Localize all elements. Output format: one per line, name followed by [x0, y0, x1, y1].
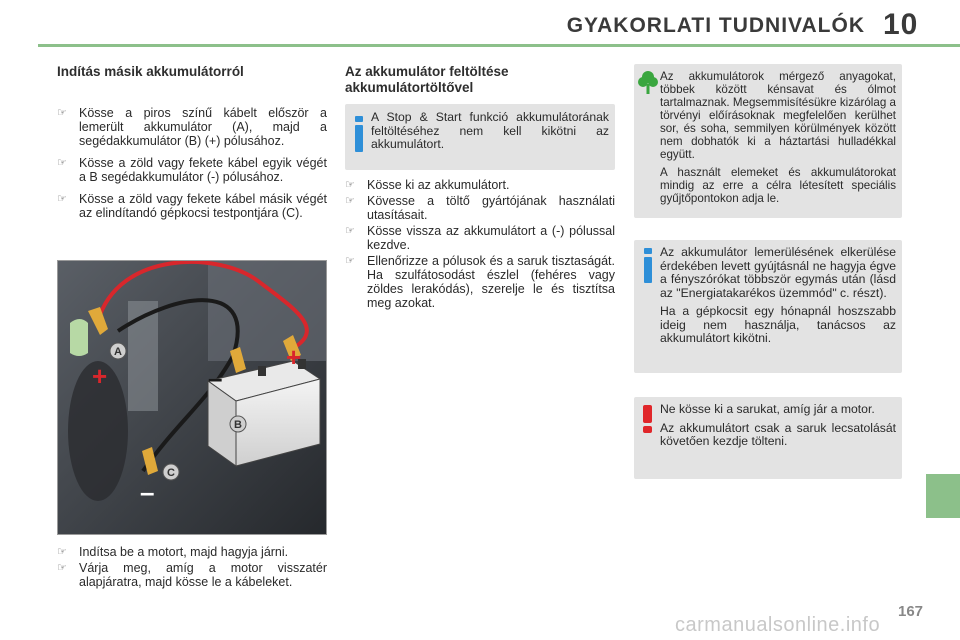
warning-text-2: Az akkumulátort csak a saruk le­csatolás…	[660, 420, 896, 448]
chapter-tab	[926, 474, 960, 518]
green-part	[70, 319, 88, 356]
tree-icon	[638, 71, 658, 94]
minus-sign-b: –	[208, 363, 222, 393]
jump-cables-diagram: A B C + + – –	[58, 261, 326, 534]
battery-info-text-2: Ha a gépkocsit egy hónapnál hosz­szabb i…	[660, 304, 896, 345]
list-item: ☞Kösse a zöld vagy fekete kábel egyik vé…	[57, 156, 327, 184]
clamp-b-red	[283, 335, 301, 361]
list-item: ☞Kösse vissza az akkumulátort a (-) pólu…	[345, 224, 615, 252]
environment-text-2: A használt elemeket és akkumuláto­rokat …	[660, 166, 896, 205]
list-item: ☞Kösse a piros színű kábelt először a le…	[57, 106, 327, 148]
label-a: A	[114, 346, 122, 358]
section-title-charging: Az akkumulátor feltöltése akkumulátortöl…	[345, 64, 509, 95]
label-b: B	[234, 419, 242, 431]
jump-start-illustration: A B C + + – –	[57, 260, 327, 535]
warning-box: Ne kösse ki a sarukat, amíg jár a motor.…	[634, 397, 902, 479]
pointing-hand-icon: ☞	[345, 195, 355, 207]
list-item: ☞Kövesse a töltő gyártójának hasz­nálati…	[345, 194, 615, 222]
pointing-hand-icon: ☞	[345, 255, 355, 267]
charging-steps: ☞Kösse ki az akkumulátort. ☞Kövesse a tö…	[345, 178, 615, 318]
environment-box: Az akkumulátorok mérgező anyago­kat, töb…	[634, 64, 902, 218]
list-item: ☞Kösse ki az akkumulátort.	[345, 178, 510, 192]
plus-sign-a: +	[92, 361, 107, 391]
clamp-c-black	[142, 447, 158, 475]
label-c-circle	[162, 463, 180, 481]
chapter-number: 10	[883, 8, 919, 41]
clamp-b-black	[230, 347, 246, 373]
battery-info-text-1: Az akkumulátor lemerülésének elkerülése …	[660, 245, 896, 300]
pointing-hand-icon: ☞	[57, 107, 67, 119]
black-cable-upper	[116, 298, 240, 357]
pointing-hand-icon: ☞	[345, 225, 355, 237]
label-a-circle	[109, 342, 127, 360]
pointing-hand-icon: ☞	[57, 193, 67, 205]
exclamation-icon	[643, 405, 652, 433]
warning-text-1: Ne kösse ki a sarukat, amíg jár a motor.	[660, 402, 875, 416]
list-item: ☞Kösse a zöld vagy fekete kábel má­sik v…	[57, 192, 327, 220]
pointing-hand-icon: ☞	[57, 157, 67, 169]
environment-text-1: Az akkumulátorok mérgező anyago­kat, töb…	[660, 70, 896, 161]
engine-cover	[208, 261, 326, 361]
clamp-a-red	[88, 307, 108, 335]
minus-sign-c: –	[140, 477, 154, 507]
header-rule	[38, 44, 960, 47]
helper-battery	[206, 359, 322, 467]
chapter-title: GYAKORLATI TUDNIVALÓK	[566, 14, 865, 37]
jump-start-steps: ☞Kösse a piros színű kábelt először a le…	[57, 106, 327, 228]
section-title-jump-start: Indítás másik akkumulátorról	[57, 64, 244, 79]
black-cable-lower	[141, 355, 235, 473]
info-icon	[355, 116, 363, 152]
info-icon	[644, 248, 652, 283]
label-b-circle	[229, 415, 247, 433]
pointing-hand-icon: ☞	[57, 562, 67, 574]
plus-sign-b: +	[286, 342, 301, 372]
stop-start-info-text: A Stop & Start funkció akkumuláto­rának …	[371, 110, 609, 151]
watermark: carmanualsonline.info	[675, 614, 881, 636]
list-item: ☞Ellenőrizze a pólusok és a saruk tiszta…	[345, 254, 615, 310]
list-item: ☞Indítsa be a motort, majd hagyja járni.	[57, 545, 289, 559]
strut	[128, 301, 158, 411]
after-start-steps: ☞Indítsa be a motort, majd hagyja járni.…	[57, 545, 327, 597]
red-cable	[96, 261, 309, 353]
hose	[68, 361, 128, 501]
pointing-hand-icon: ☞	[57, 546, 67, 558]
battery-info-box: Az akkumulátor lemerülésének elkerülése …	[634, 240, 902, 373]
pointing-hand-icon: ☞	[345, 179, 355, 191]
stop-start-info-box: A Stop & Start funkció akkumuláto­rának …	[345, 104, 615, 170]
page-number: 167	[898, 603, 924, 620]
list-item: ☞Várja meg, amíg a motor visszatér alapj…	[57, 561, 327, 589]
label-c: C	[167, 467, 175, 479]
